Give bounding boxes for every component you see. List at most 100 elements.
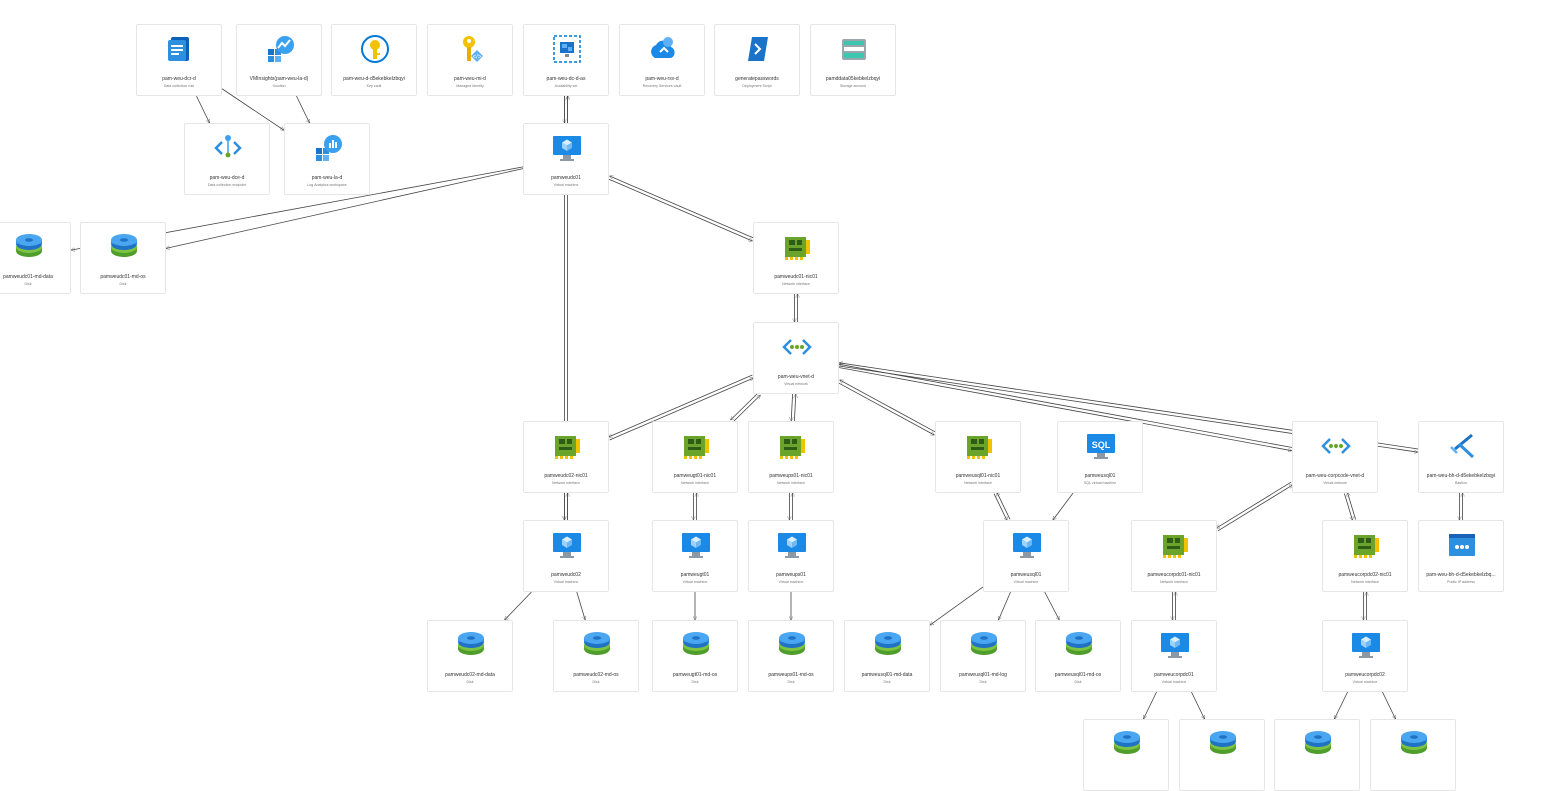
monitor-cube-icon <box>681 530 711 560</box>
resource-type: Virtual machine <box>1013 580 1039 584</box>
resource-name: pam-weu-rsv-d <box>645 76 679 82</box>
resource-type: Disk <box>1074 680 1082 684</box>
disk-icon <box>1112 729 1142 759</box>
edge-corpdc02-to-disk_d <box>1382 691 1395 719</box>
resource-name: pamweudc01-md-os <box>100 274 146 280</box>
edge-vnet-to-gt01nic <box>732 395 761 423</box>
vnet-icon <box>1321 431 1351 461</box>
resource-name: pam-weu-dce-d <box>209 175 245 181</box>
resource-name: pamweucorpdc02 <box>1345 672 1385 678</box>
resource-type: Recovery Services vault <box>642 84 682 88</box>
disk-icon <box>582 630 612 660</box>
resource-type: Network interface <box>782 282 810 286</box>
edge-sqlvm-to-sql01 <box>1053 492 1074 520</box>
resource-type: Network interface <box>552 481 580 485</box>
edge-sql01nic-to-sql01 <box>993 493 1007 521</box>
edge-vnet-to-gt01nic <box>731 392 759 420</box>
resource-type: Network interface <box>681 481 709 485</box>
network-card-icon <box>782 232 812 262</box>
resource-type: Disk <box>24 282 32 286</box>
edge-vminsights-to-law <box>296 95 309 123</box>
monitor-cube-icon <box>1012 530 1042 560</box>
resource-type: Availability set <box>554 84 578 88</box>
edge-dc01-to-dc01nic <box>608 178 752 241</box>
network-card-icon <box>964 431 994 461</box>
resource-node-disk_c[interactable] <box>1274 719 1360 791</box>
resource-name: pam-weu-vnet-d <box>777 374 815 380</box>
resource-name: pamweusql01-md-data <box>861 672 913 678</box>
edge-sql01-to-sql01os <box>1044 591 1060 620</box>
key-vault-icon <box>360 34 390 64</box>
resource-type: Disk <box>592 680 600 684</box>
resource-type: Virtual machine <box>778 580 804 584</box>
resource-node-disk_a[interactable] <box>1083 719 1169 791</box>
resource-node-disk_d[interactable] <box>1370 719 1456 791</box>
edge-sql01-to-sql01log <box>998 591 1011 620</box>
edge-dcr-to-dce <box>196 95 209 123</box>
resource-name: pamweudc02-md-os <box>573 672 619 678</box>
resource-node-disk_b[interactable] <box>1179 719 1265 791</box>
edge-vnet-to-sql01nic <box>838 382 934 435</box>
edge-corpvnet-to-corpdc02nic <box>1347 493 1357 520</box>
edge-dc02-to-dc02data <box>505 591 532 620</box>
resource-name: pamweudc02 <box>551 572 581 578</box>
resource-name: pamweudc01-nic01 <box>774 274 818 280</box>
resource-type: Managed Identity <box>456 84 484 88</box>
resource-name: pamweugt01-md-os <box>672 672 718 678</box>
resource-type: Data collection rule <box>163 84 195 88</box>
disk-icon <box>681 630 711 660</box>
resource-name: pam-weu-bh-d-d5ekebkeIzbq... <box>1426 572 1496 578</box>
resource-name: pam-weu-d-d5ekebkeIzbqyi <box>343 76 405 82</box>
resource-node-vminsights[interactable]: VMInsights(pam-weu-la-d)Solution <box>236 24 322 96</box>
edge-corpvnet-to-corpdc01nic <box>1217 485 1293 532</box>
resource-type: Solution <box>272 84 286 88</box>
resource-type: Disk <box>691 680 699 684</box>
resource-type: Log Analytics workspace <box>307 183 347 187</box>
resource-type: Network interface <box>964 481 992 485</box>
disk-icon <box>14 232 44 262</box>
resource-node-bhpip[interactable]: pam-weu-bh-d-d5ekebkeIzbq...Public IP ad… <box>1418 520 1504 592</box>
resource-name: pam-weu-la-d <box>311 175 343 181</box>
monitor-cube-icon <box>1351 630 1381 660</box>
resource-name: pam-weu-dc-d-as <box>546 76 586 82</box>
resource-type: Storage account <box>839 84 867 88</box>
resource-type: Disk <box>466 680 474 684</box>
